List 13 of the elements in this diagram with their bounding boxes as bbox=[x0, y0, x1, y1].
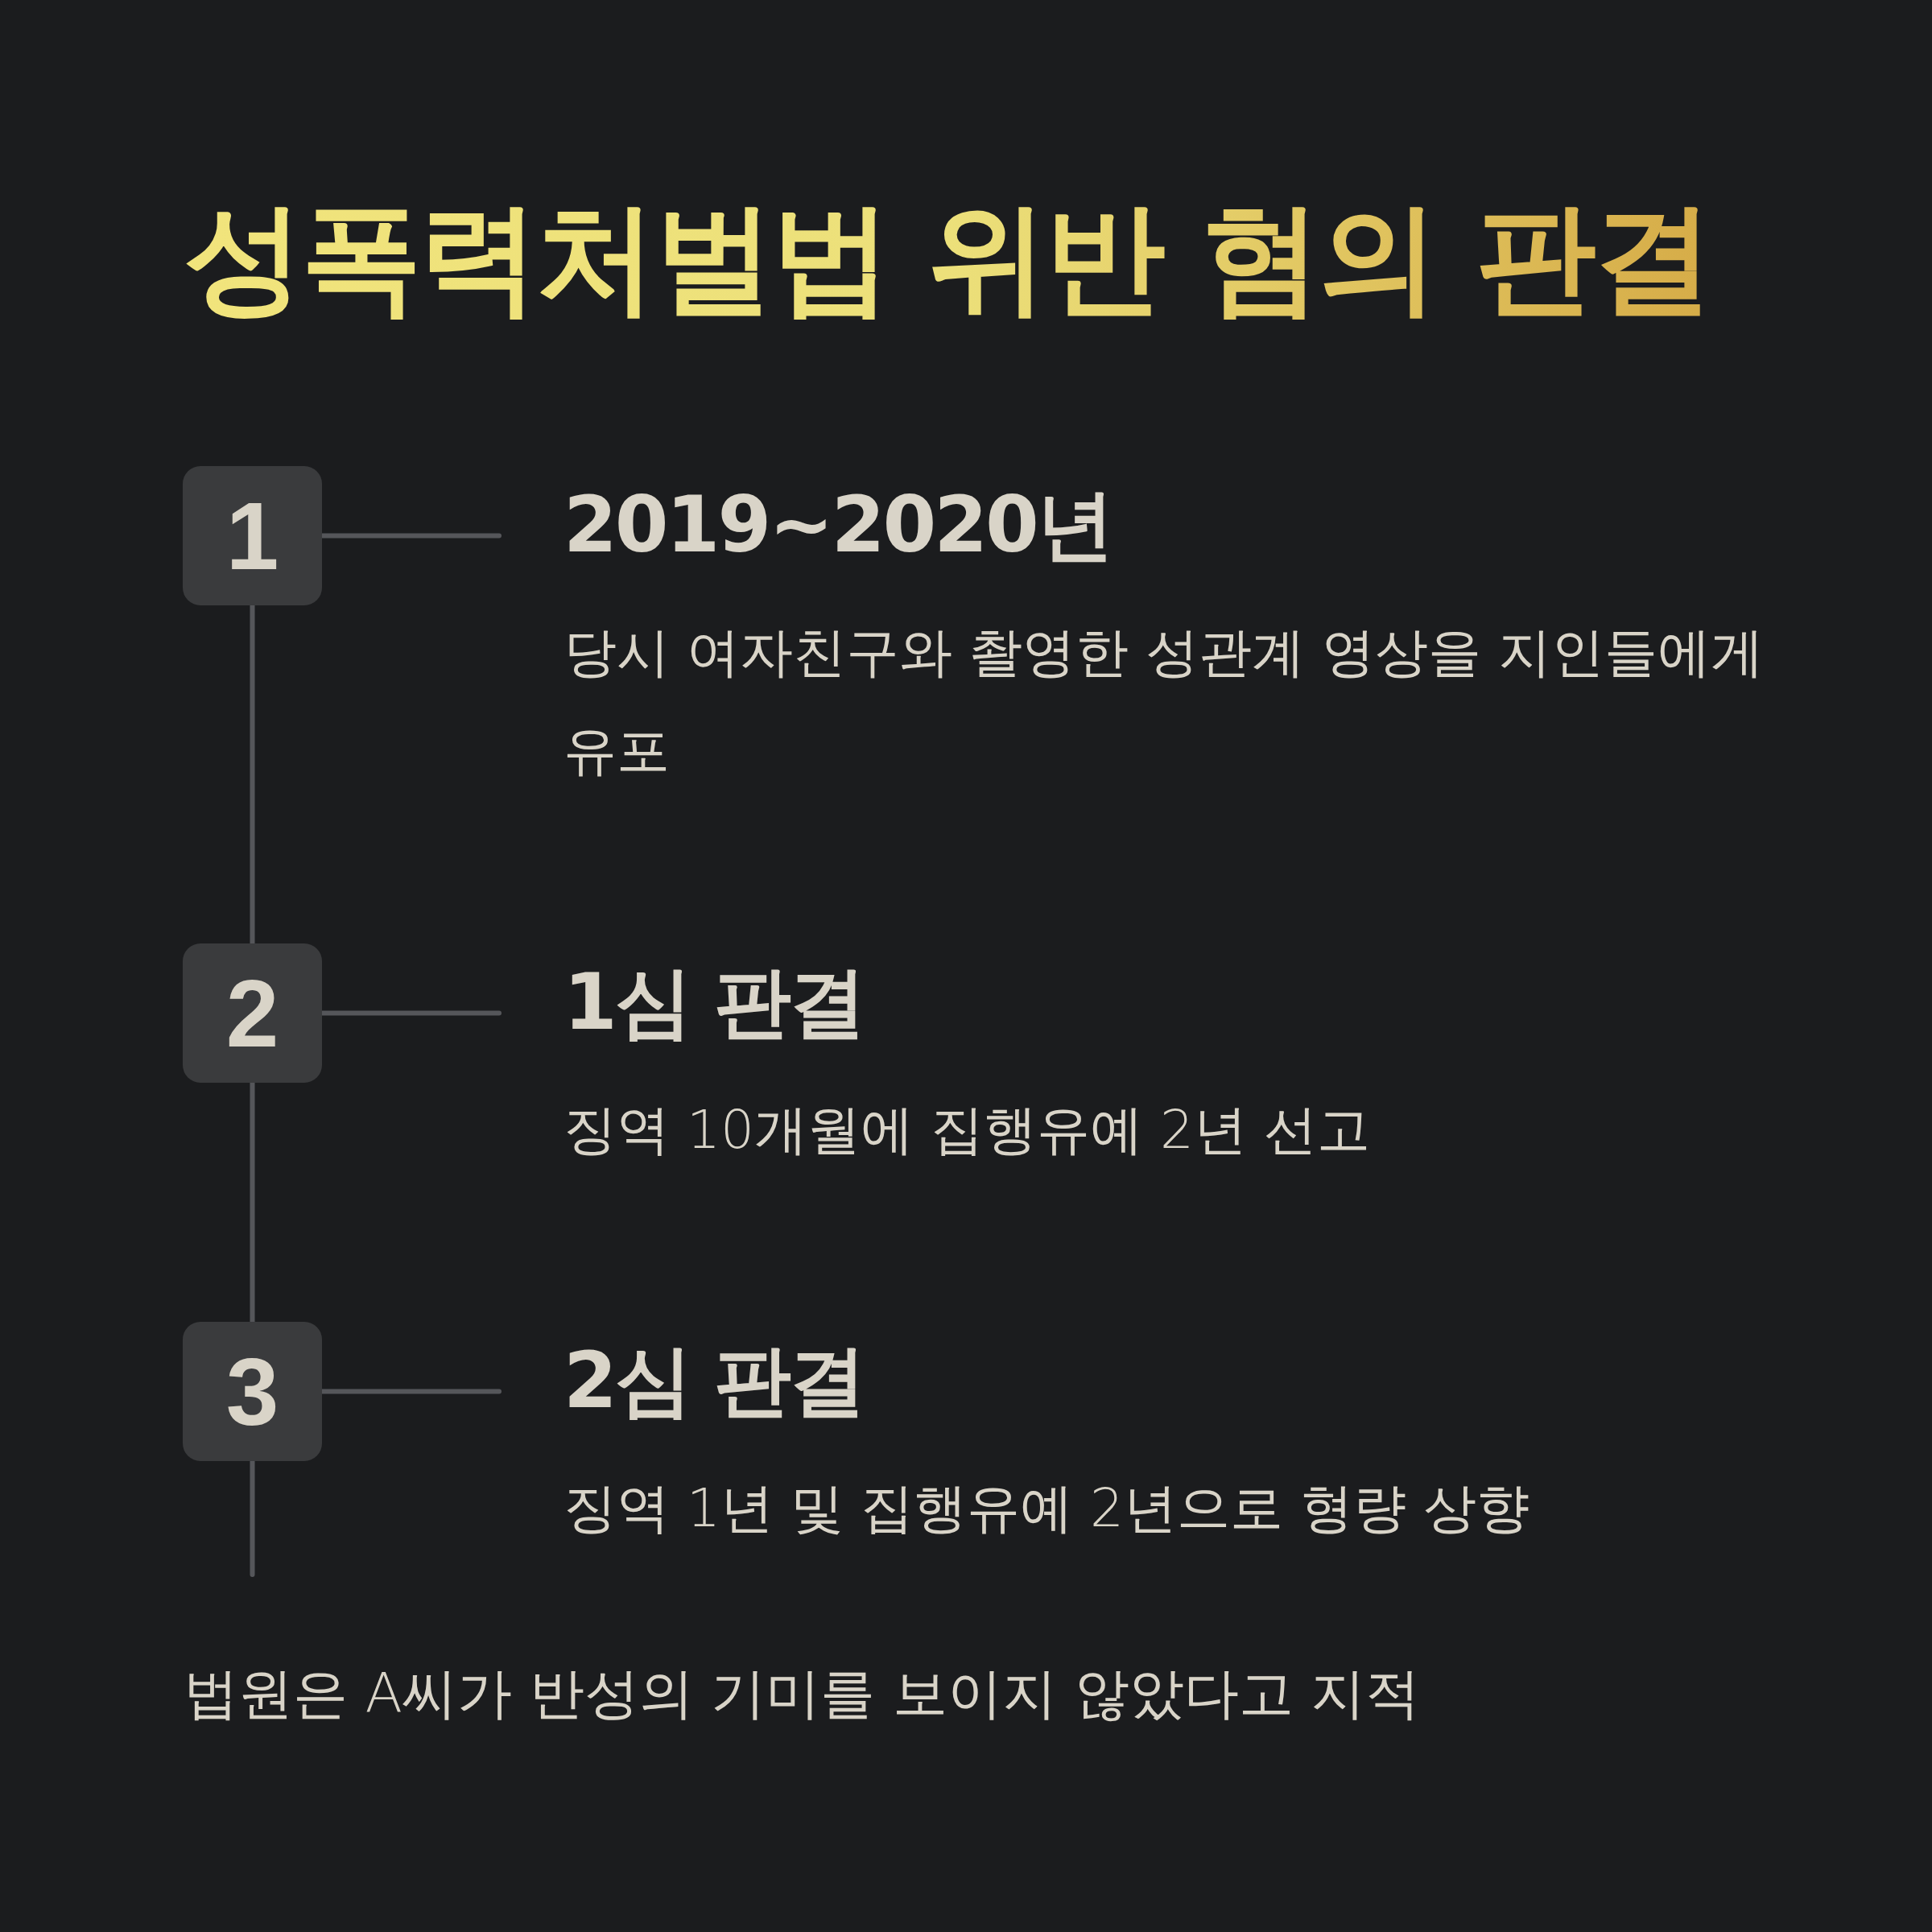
step-heading: 1심 판결 bbox=[564, 960, 865, 1046]
step-description: 징역 10개월에 집행유예 2년 선고 bbox=[564, 1097, 1371, 1162]
connector-line bbox=[250, 603, 255, 946]
step-description: 당시 여자친구와 촬영한 성관계 영상을 지인들에게 유포 bbox=[564, 620, 1765, 783]
step-number-badge: 1 bbox=[183, 466, 322, 605]
step-heading: 2019~2020년 bbox=[564, 483, 1113, 568]
step-heading: 2심 판결 bbox=[564, 1339, 865, 1424]
step-number-badge: 3 bbox=[183, 1322, 322, 1461]
connector-line bbox=[250, 1080, 255, 1324]
step-number-badge: 2 bbox=[183, 943, 322, 1083]
step-description: 징역 1년 및 집행유예 2년으로 형량 상향 bbox=[564, 1476, 1530, 1541]
connector-line bbox=[250, 1459, 255, 1577]
note-text: 법원은 A씨가 반성의 기미를 보이지 않았다고 지적 bbox=[184, 1661, 1421, 1727]
